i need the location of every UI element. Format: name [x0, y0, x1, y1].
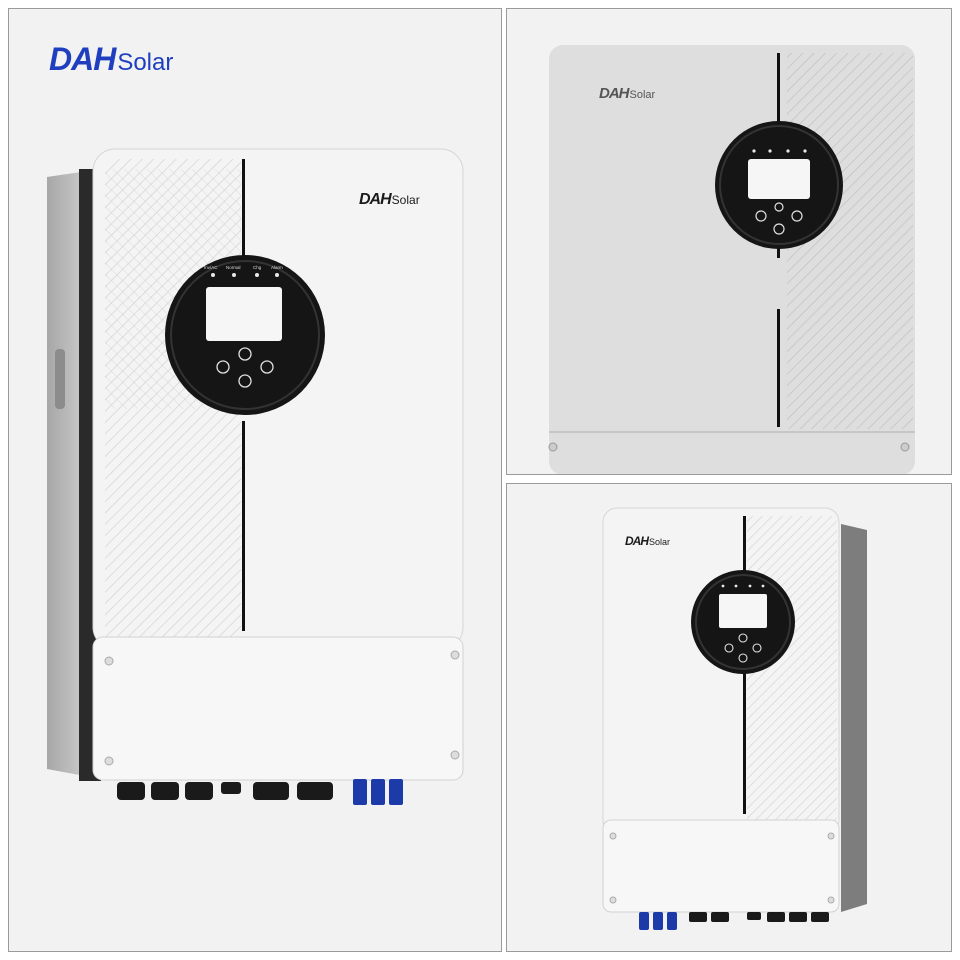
brand-logo-device: DAH Solar [359, 191, 420, 209]
esc-button[interactable] [216, 360, 230, 374]
cable-glands [117, 782, 333, 800]
brand-logo-device-word: Solar [391, 193, 420, 207]
led-label-1: Inv/AC [204, 265, 218, 270]
brand-logo-angle-word: Solar [649, 537, 671, 547]
brand-logo-closeup: DAH Solar [599, 85, 655, 102]
up-button[interactable] [238, 347, 252, 361]
brand-logo-closeup-mark: DAH [599, 85, 629, 102]
lcd-screen-angle [719, 594, 767, 628]
led-label-3: Chg [253, 265, 262, 270]
brand-logo-closeup-word: Solar [629, 89, 656, 101]
led-label-2: Normal [226, 265, 241, 270]
brand-logo-angle-mark: DAH [625, 534, 649, 548]
brand-logo-word: Solar [117, 49, 174, 76]
led-label-4: Alarm [271, 265, 283, 270]
brand-logo-device-mark: DAH [359, 191, 392, 208]
inverter-closeup-illustration [548, 45, 915, 474]
pv-connectors [353, 779, 403, 805]
lcd-screen-closeup [748, 159, 810, 199]
down-button[interactable] [238, 374, 252, 388]
product-photo-closeup: DAH Solar [506, 8, 952, 475]
product-photo-angle: DAH Solar [506, 483, 952, 952]
inverter-bottom-cover [92, 636, 464, 781]
brand-logo-angle: DAH Solar [625, 534, 670, 548]
product-photo-front: DAH Solar [8, 8, 502, 952]
inverter-front-illustration: Inv/AC Normal Chg Alarm [47, 148, 464, 805]
brand-logo-mark: DAH [49, 41, 116, 77]
inverter-angle-illustration [602, 507, 867, 930]
brand-logo-main: DAH Solar [49, 41, 173, 78]
enter-button[interactable] [260, 360, 274, 374]
lcd-screen [206, 287, 282, 341]
